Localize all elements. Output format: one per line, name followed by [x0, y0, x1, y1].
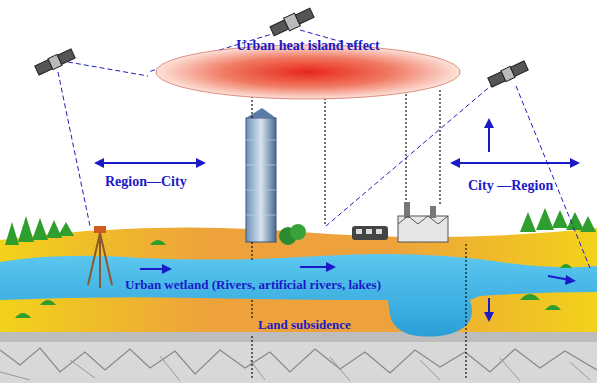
node-title: Urban heat island effect — [145, 36, 471, 53]
diagram-label: City —Region — [468, 178, 553, 193]
diagram-label: Urban wetland (Rivers, artificial rivers… — [125, 278, 381, 292]
heat-island-ellipse: Urban heat island effect — [145, 36, 471, 100]
diagram-label: Land subsidence — [258, 318, 351, 332]
diagram-label: Region—City — [105, 174, 187, 189]
